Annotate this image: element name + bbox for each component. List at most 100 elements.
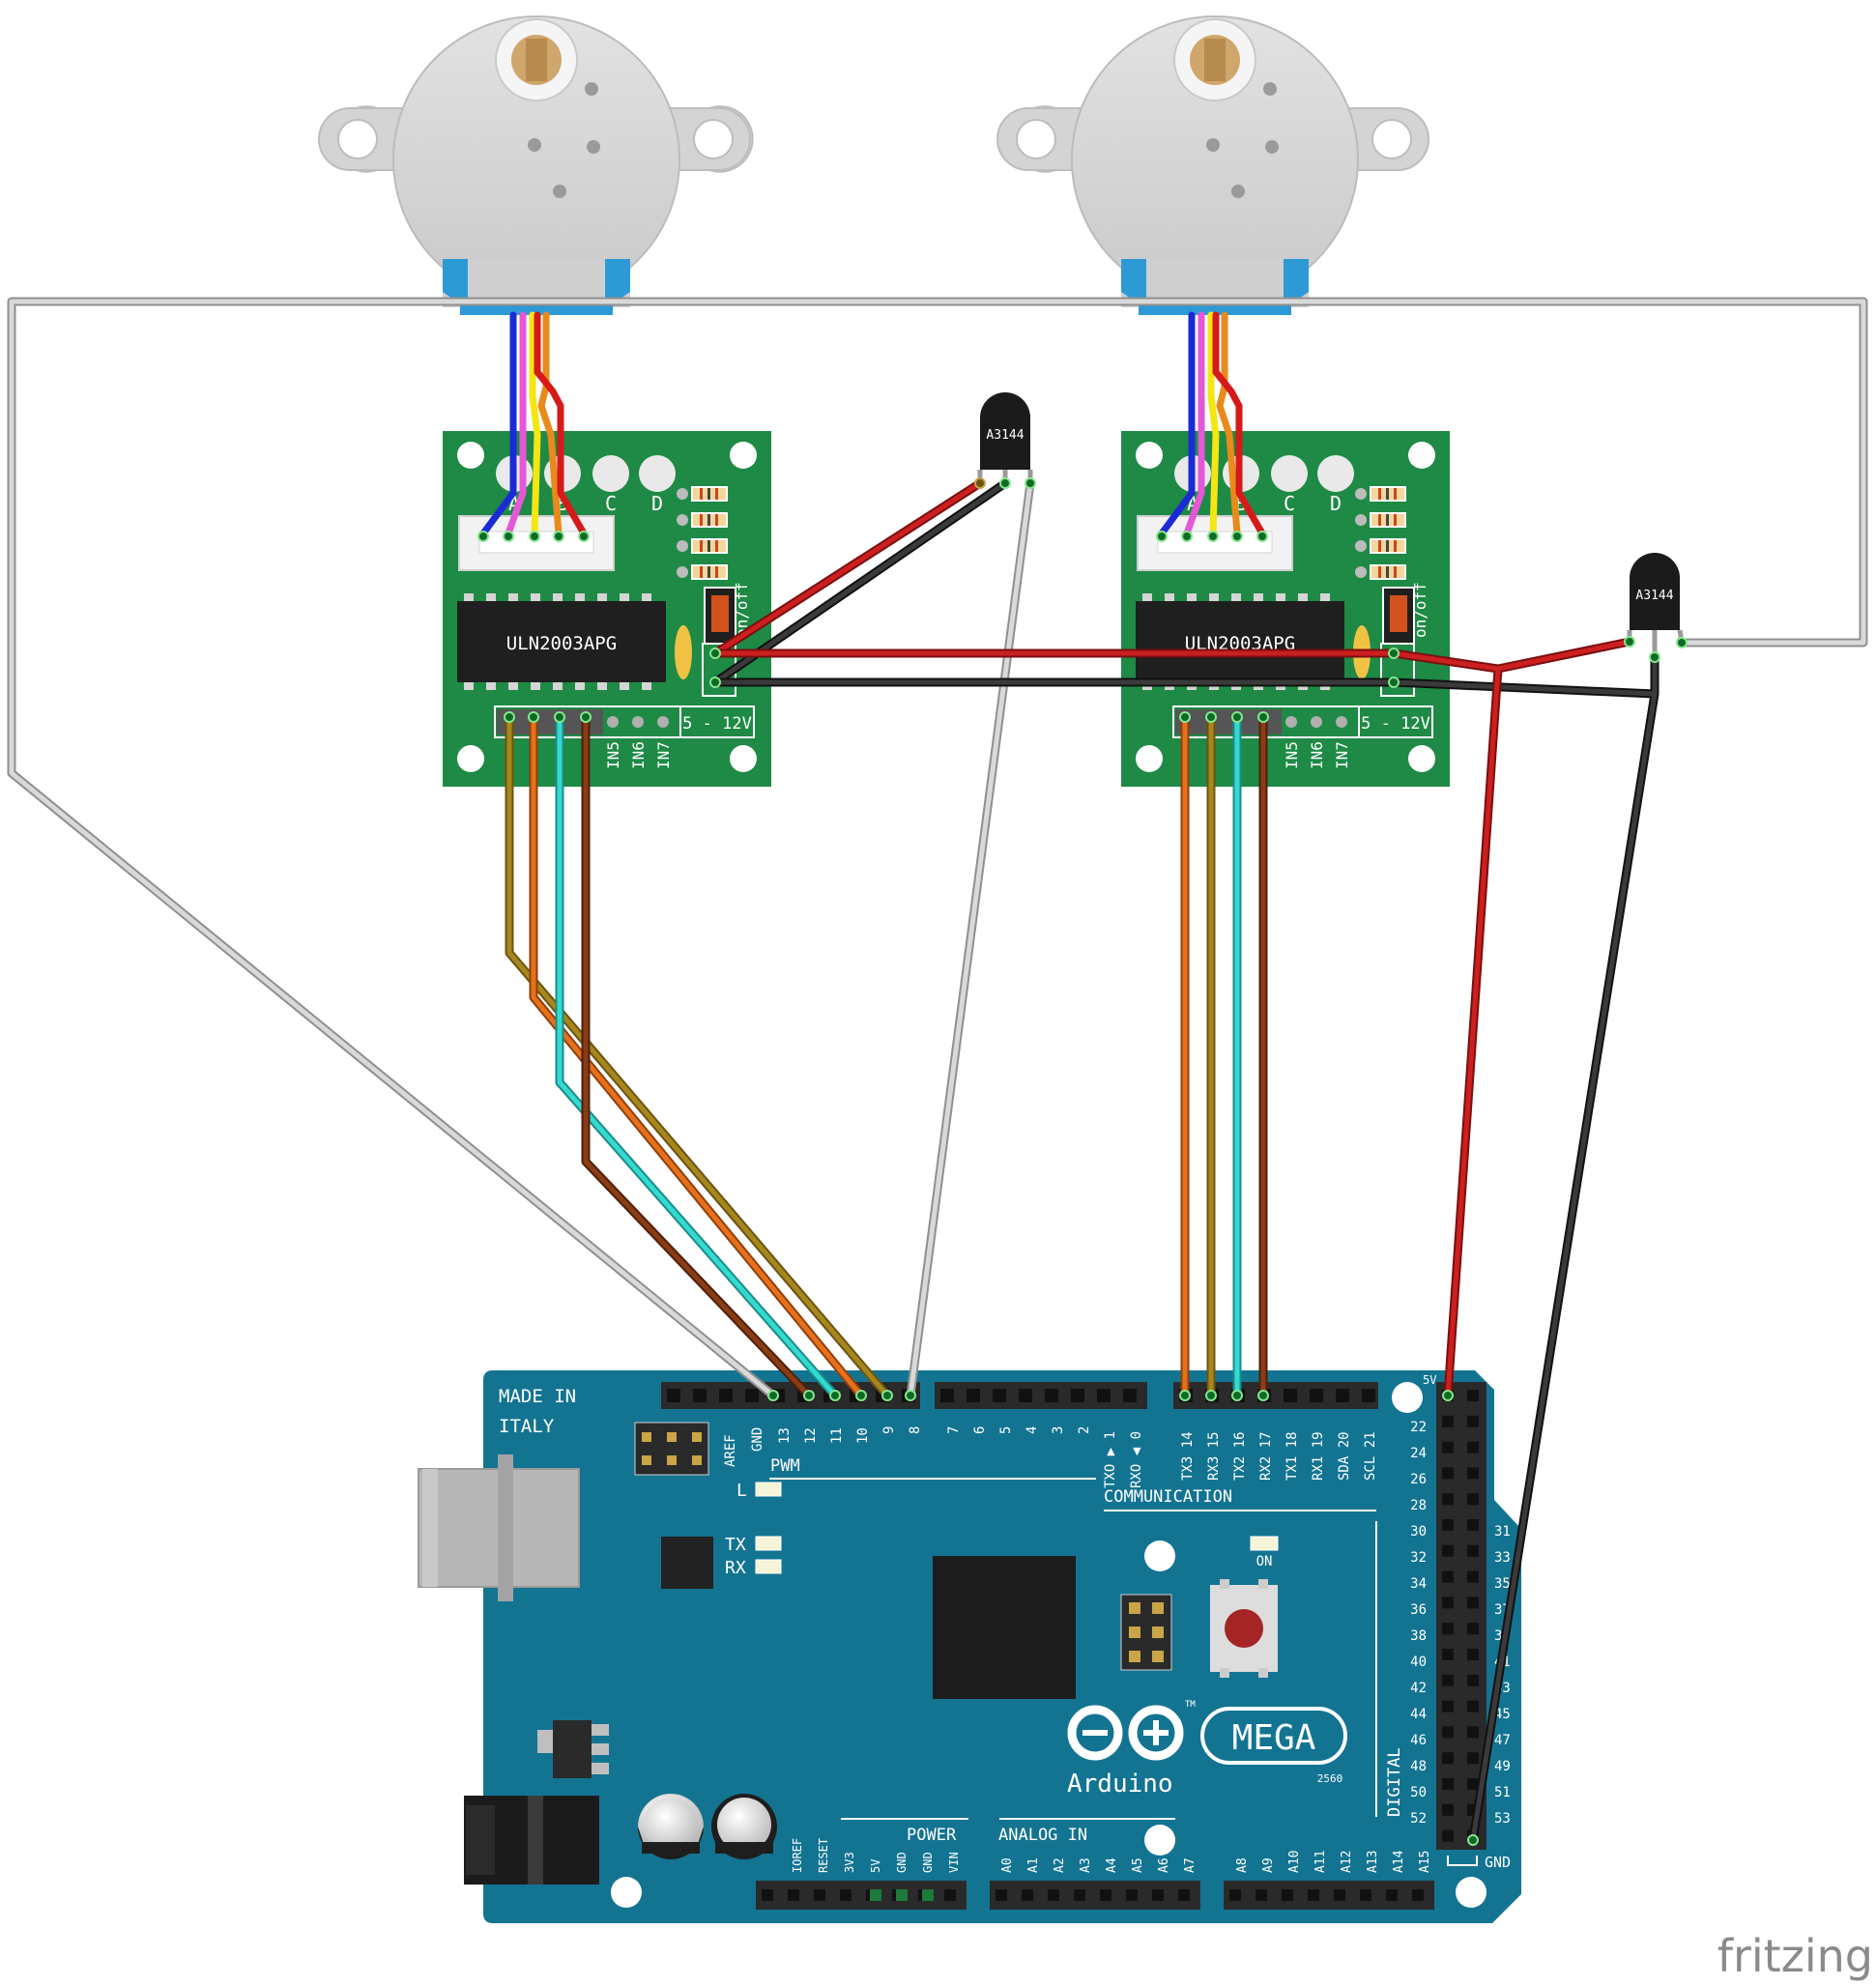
pin-label-7: 7 (946, 1426, 962, 1434)
led-tx (755, 1536, 782, 1551)
header-pin (1308, 1889, 1319, 1901)
digital-pin-label: 34 (1410, 1576, 1427, 1592)
header-pin (1442, 1726, 1454, 1739)
driver1-in7-label: IN7 (654, 741, 673, 769)
driver1-led-label-c: C (605, 492, 617, 515)
capacitor-1 (638, 1794, 704, 1859)
pin-label-gnd-1: GND (895, 1852, 909, 1873)
header-pin (788, 1889, 799, 1901)
header-pin (1467, 1700, 1479, 1713)
pin-label-gnd-digital: GND (1485, 1854, 1511, 1871)
header-pin (1152, 1889, 1164, 1901)
pin-label-tx2: TX2 16 (1232, 1431, 1248, 1481)
header-pin (1442, 1649, 1454, 1660)
driver2-in6-label: IN6 (1308, 741, 1326, 769)
header-pin (1442, 1623, 1454, 1635)
header-pin (693, 1389, 707, 1402)
header-pin (1123, 1389, 1137, 1402)
header-pin (1282, 1889, 1293, 1901)
icsp-header-2 (1120, 1594, 1172, 1671)
analog-in-label: ANALOG IN (998, 1826, 1087, 1845)
digital-pin-label: 53 (1494, 1811, 1511, 1827)
top-pin-labels-left: AREF GND 13 12 11 10 9 8 (723, 1426, 923, 1467)
pin-label-gnd-2: GND (921, 1852, 935, 1873)
digital-pin-label: 22 (1410, 1420, 1427, 1435)
header-pin (1386, 1889, 1398, 1901)
italy-label: ITALY (499, 1416, 555, 1437)
header-pin (1442, 1493, 1454, 1506)
header-pin (1467, 1467, 1479, 1480)
arduino-logo (1067, 1705, 1184, 1761)
driver1-in5-label: IN5 (604, 741, 622, 769)
tm-label: TM (1185, 1700, 1196, 1710)
pin-label-sda: SDA 20 (1337, 1431, 1352, 1481)
pin-label-a3: A3 (1079, 1857, 1093, 1873)
digital-pin-label: 30 (1410, 1524, 1427, 1540)
driver-board-2: A B C D ULN2003APG on/off 5 - 12V (1121, 431, 1450, 787)
pin-label-a8: A8 (1235, 1857, 1250, 1873)
header-pin (1284, 1389, 1297, 1402)
brand-label: Arduino (1067, 1770, 1173, 1799)
header-pin (1467, 1544, 1479, 1557)
pin-label-a6: A6 (1157, 1857, 1171, 1873)
driver2-led-label-d: D (1330, 492, 1342, 515)
pin-label-3: 3 (1051, 1426, 1066, 1434)
driver2-resistors (1355, 486, 1406, 580)
capacitor-2 (711, 1794, 777, 1859)
header-pin (1442, 1570, 1454, 1583)
driver2-switch-label: on/off (1411, 582, 1429, 638)
header-pin (1360, 1889, 1371, 1901)
digital-pin-label: 48 (1410, 1759, 1427, 1774)
pin-label-tx1: TX1 18 (1284, 1431, 1300, 1481)
pin-label-a12: A12 (1340, 1851, 1354, 1873)
pin-label-a4: A4 (1105, 1857, 1119, 1873)
header-pin (1467, 1390, 1479, 1401)
header-pin (1467, 1597, 1479, 1609)
header-pin (1126, 1889, 1138, 1901)
header-pin (1442, 1803, 1454, 1816)
pin-label-a5: A5 (1131, 1857, 1145, 1873)
communication-label: COMMUNICATION (1104, 1487, 1232, 1507)
led-l-label: L (736, 1481, 747, 1501)
header-pin (1467, 1493, 1479, 1506)
driver2-led-label-c: C (1284, 492, 1295, 515)
header-pin (1100, 1889, 1111, 1901)
pin-label-5v-digital: 5V (1423, 1373, 1436, 1387)
header-pin (1467, 1726, 1479, 1739)
pin-label-tx0: TXO ▶ 1 (1103, 1431, 1118, 1488)
digital-pin-label: 49 (1494, 1759, 1511, 1774)
hall-sensor-2: A3144 (1624, 553, 1688, 663)
header-pin (1442, 1467, 1454, 1480)
header-pin (762, 1889, 773, 1901)
pin-label-a13: A13 (1366, 1851, 1380, 1873)
made-in-label: MADE IN (499, 1386, 576, 1407)
digital-pin-label: 24 (1410, 1446, 1427, 1461)
digital-pin-label: 26 (1410, 1472, 1427, 1487)
pin-label-13: 13 (777, 1427, 793, 1444)
header-pin (1362, 1389, 1375, 1402)
led-tx-label: TX (725, 1535, 746, 1555)
reset-button[interactable] (1225, 1609, 1263, 1648)
pin-label-a11: A11 (1313, 1851, 1328, 1873)
pin-label-3v3: 3V3 (843, 1852, 856, 1873)
header-pin (1045, 1389, 1058, 1402)
header-pin (1097, 1389, 1111, 1402)
driver1-chip-label: ULN2003APG (506, 633, 617, 654)
usb-chip (661, 1537, 713, 1589)
stepper-motor-2 (996, 15, 1429, 315)
sensor-1-label: A3144 (986, 428, 1024, 443)
stepper-motor-1 (318, 15, 754, 315)
model-label: MEGA (1232, 1718, 1316, 1758)
header-pin (745, 1389, 759, 1402)
power-pin-labels: IOREF RESET 3V3 5V GND GND VIN (791, 1838, 961, 1873)
pin-label-a9: A9 (1261, 1857, 1276, 1873)
header-pin (1442, 1544, 1454, 1557)
header-pin (1467, 1752, 1479, 1765)
pin-label-a1: A1 (1026, 1857, 1041, 1873)
digital-pin-label: 40 (1410, 1655, 1427, 1670)
pin-label-a2: A2 (1053, 1857, 1067, 1873)
pwm-label: PWM (770, 1456, 800, 1476)
sensor-2-label: A3144 (1635, 589, 1673, 603)
pin-label-11: 11 (829, 1427, 845, 1444)
digital-pin-label: 33 (1494, 1550, 1511, 1566)
